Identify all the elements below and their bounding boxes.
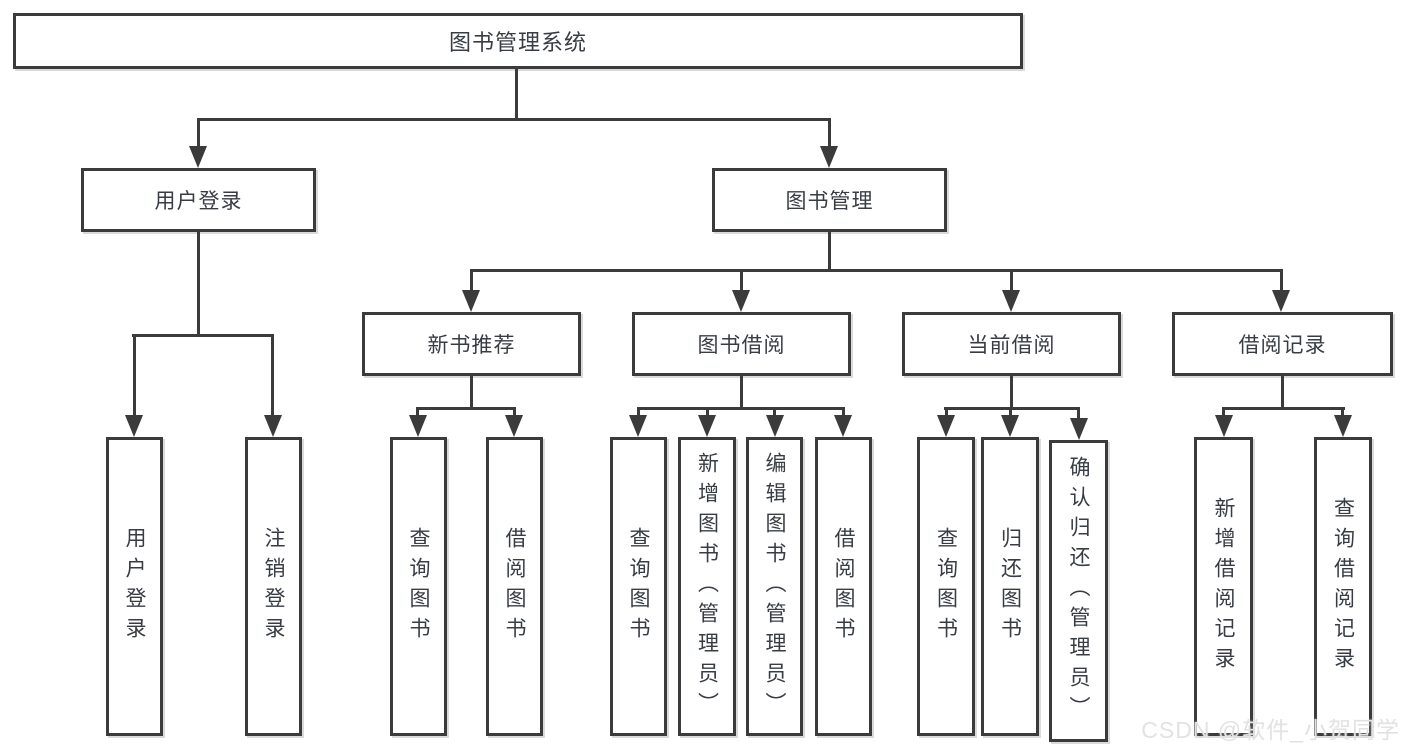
- leaf-edit-books-admin-label: 编辑图书（管理员）: [763, 451, 786, 722]
- arrow-down-icon: [732, 290, 750, 312]
- leaf-return-books-label: 归还图书: [998, 526, 1022, 647]
- arrow-down-icon: [698, 415, 716, 437]
- leaf-add-borrow-record-label: 新增借阅记录: [1212, 496, 1235, 677]
- node-new-book-rec-label: 新书推荐: [427, 334, 516, 357]
- connector-drop-leaf: [133, 334, 136, 417]
- leaf-logout-label: 注销登录: [262, 526, 285, 647]
- leaf-add-books-admin-label: 新增图书（管理员）: [695, 451, 719, 722]
- leaf-query-borrow-record: 查询借阅记录: [1314, 437, 1372, 736]
- connector-book-borrow-rail: [637, 407, 845, 410]
- connector-drop-l3: [1010, 269, 1013, 294]
- connector-drop-leaf: [842, 407, 845, 419]
- arrow-down-icon: [766, 415, 784, 437]
- connector-drop-user-login: [197, 118, 200, 149]
- arrow-down-icon: [820, 146, 838, 168]
- node-new-book-rec: 新书推荐: [362, 312, 581, 376]
- node-book-borrow: 图书借阅: [632, 312, 851, 376]
- arrow-down-icon: [462, 290, 480, 312]
- connector-book-mgmt-rail: [470, 269, 1283, 272]
- node-user-login: 用户登录: [81, 168, 316, 232]
- arrow-down-icon: [1215, 415, 1233, 437]
- arrow-down-icon: [1002, 290, 1020, 312]
- leaf-borrow-books-2: 借阅图书: [815, 437, 872, 736]
- connector-drop-leaf: [773, 407, 776, 419]
- node-book-borrow-label: 图书借阅: [697, 334, 786, 357]
- leaf-query-books-1-label: 查询图书: [407, 526, 430, 647]
- leaf-query-books-1: 查询图书: [390, 437, 447, 736]
- arrow-down-icon: [629, 415, 647, 437]
- leaf-query-books-2: 查询图书: [610, 437, 667, 736]
- connector-drop-leaf: [1341, 407, 1344, 419]
- node-current-borrow-label: 当前借阅: [967, 334, 1056, 357]
- connector-borrow-record-stem: [1281, 376, 1284, 410]
- leaf-borrow-books-1: 借阅图书: [486, 437, 543, 736]
- leaf-edit-books-admin: 编辑图书（管理员）: [746, 437, 803, 736]
- leaf-query-books-3: 查询图书: [917, 437, 975, 736]
- node-book-mgmt: 图书管理: [712, 168, 947, 232]
- csdn-watermark: CSDN @软件_小贺同学: [1141, 717, 1400, 743]
- node-user-login-label: 用户登录: [154, 190, 243, 213]
- connector-current-borrow-stem: [1010, 376, 1013, 410]
- leaf-confirm-return-admin-label: 确认归还（管理员）: [1067, 456, 1090, 726]
- connector-drop-l3: [740, 269, 743, 294]
- connector-root-stem: [515, 66, 518, 121]
- connector-user-login-stem: [197, 232, 200, 337]
- node-borrow-record-label: 借阅记录: [1238, 334, 1327, 357]
- arrow-down-icon: [1070, 418, 1088, 440]
- leaf-add-books-admin: 新增图书（管理员）: [678, 437, 736, 736]
- connector-borrow-record-rail: [1222, 407, 1345, 410]
- connector-drop-leaf: [706, 407, 709, 419]
- leaf-user-login: 用户登录: [106, 437, 163, 736]
- arrow-down-icon: [189, 146, 207, 168]
- leaf-borrow-books-1-label: 借阅图书: [503, 526, 526, 647]
- connector-new-book-rec-stem: [470, 376, 473, 410]
- arrow-down-icon: [409, 415, 427, 437]
- connector-drop-book-mgmt: [828, 118, 831, 149]
- node-current-borrow: 当前借阅: [902, 312, 1121, 376]
- node-root-label: 图书管理系统: [448, 30, 587, 55]
- connector-drop-leaf: [1222, 407, 1225, 419]
- connector-drop-leaf: [945, 407, 948, 419]
- leaf-user-login-label: 用户登录: [123, 526, 146, 647]
- arrow-down-icon: [125, 415, 143, 437]
- leaf-query-books-2-label: 查询图书: [627, 526, 650, 647]
- node-borrow-record: 借阅记录: [1172, 312, 1393, 376]
- arrow-down-icon: [1272, 290, 1290, 312]
- connector-drop-leaf: [1077, 407, 1080, 419]
- connector-drop-l3: [470, 269, 473, 294]
- connector-book-mgmt-stem: [828, 232, 831, 272]
- node-root: 图书管理系统: [13, 13, 1023, 69]
- connector-drop-leaf: [637, 407, 640, 419]
- node-book-mgmt-label: 图书管理: [785, 190, 874, 213]
- arrow-down-icon: [834, 415, 852, 437]
- arrow-down-icon: [1334, 415, 1352, 437]
- arrow-down-icon: [505, 415, 523, 437]
- arrow-down-icon: [937, 415, 955, 437]
- leaf-query-borrow-record-label: 查询借阅记录: [1331, 496, 1355, 677]
- connector-drop-leaf: [271, 334, 274, 417]
- connector-user-login-rail: [132, 334, 274, 337]
- leaf-return-books: 归还图书: [981, 437, 1039, 736]
- connector-drop-leaf: [513, 407, 516, 419]
- leaf-borrow-books-2-label: 借阅图书: [832, 526, 855, 647]
- connector-new-book-rec-rail: [416, 407, 516, 410]
- connector-current-borrow-rail: [944, 407, 1080, 410]
- leaf-add-borrow-record: 新增借阅记录: [1194, 437, 1253, 736]
- arrow-down-icon: [264, 415, 282, 437]
- arrow-down-icon: [1001, 415, 1019, 437]
- leaf-query-books-3-label: 查询图书: [934, 526, 958, 647]
- connector-drop-l3: [1280, 269, 1283, 294]
- connector-drop-leaf: [416, 407, 419, 419]
- leaf-logout: 注销登录: [245, 437, 302, 736]
- connector-drop-leaf: [1009, 407, 1012, 419]
- connector-book-borrow-stem: [740, 376, 743, 410]
- connector-root-rail: [197, 118, 831, 121]
- leaf-confirm-return-admin: 确认归还（管理员）: [1049, 440, 1108, 742]
